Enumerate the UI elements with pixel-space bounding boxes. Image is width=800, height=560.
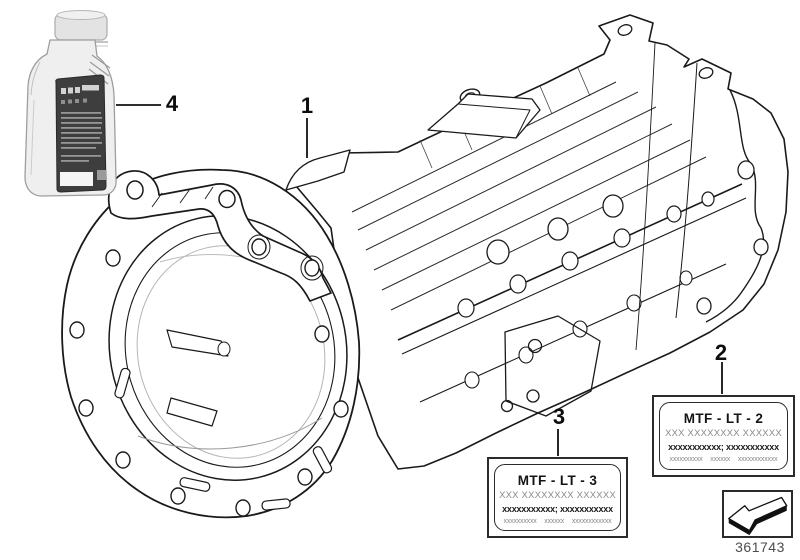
- part-label-mtf-lt-3[interactable]: MTF - LT - 3 XXX XXXXXXXX XXXXXX xxxxxxx…: [487, 457, 628, 538]
- label-2-title: MTF - LT - 2: [683, 411, 764, 426]
- part-label-mtf-lt-2[interactable]: MTF - LT - 2 XXX XXXXXXXX XXXXXX xxxxxxx…: [652, 395, 795, 477]
- direction-arrow-box: [722, 490, 793, 538]
- bell-housing-top-bracket: [107, 170, 332, 302]
- oil-bottle-icon: [24, 10, 117, 197]
- part-label-2-sticker: MTF - LT - 2 XXX XXXXXXXX XXXXXX xxxxxxx…: [659, 402, 788, 470]
- callout-1[interactable]: 1: [300, 93, 314, 118]
- label-2-line2: xxxxxxxxxxx; xxxxxxxxxxx: [668, 442, 779, 452]
- label-3-title: MTF - LT - 3: [517, 473, 598, 488]
- label-3-line1: XXX XXXXXXXX XXXXXX: [499, 490, 616, 501]
- case-front-ear: [285, 149, 351, 191]
- drawing-number: 361743: [735, 539, 785, 555]
- callout-4[interactable]: 4: [165, 91, 179, 116]
- gearbox-case: [295, 14, 789, 470]
- rear-cover-flange: [635, 42, 769, 351]
- label-3-line2: xxxxxxxxxxx; xxxxxxxxxxx: [502, 504, 613, 514]
- callout-3[interactable]: 3: [552, 404, 566, 429]
- part-label-3-sticker: MTF - LT - 3 XXX XXXXXXXX XXXXXX xxxxxxx…: [494, 464, 621, 531]
- label-3-line3: xxxxxxxxxx xxxxxx xxxxxxxxxxxx: [503, 518, 612, 525]
- label-2-line1: XXX XXXXXXXX XXXXXX: [665, 428, 782, 439]
- callout-2[interactable]: 2: [714, 340, 728, 365]
- leader-lines: [116, 104, 723, 456]
- direction-arrow-icon: [728, 496, 788, 536]
- label-2-line3: xxxxxxxxxx xxxxxx xxxxxxxxxxxx: [669, 456, 778, 463]
